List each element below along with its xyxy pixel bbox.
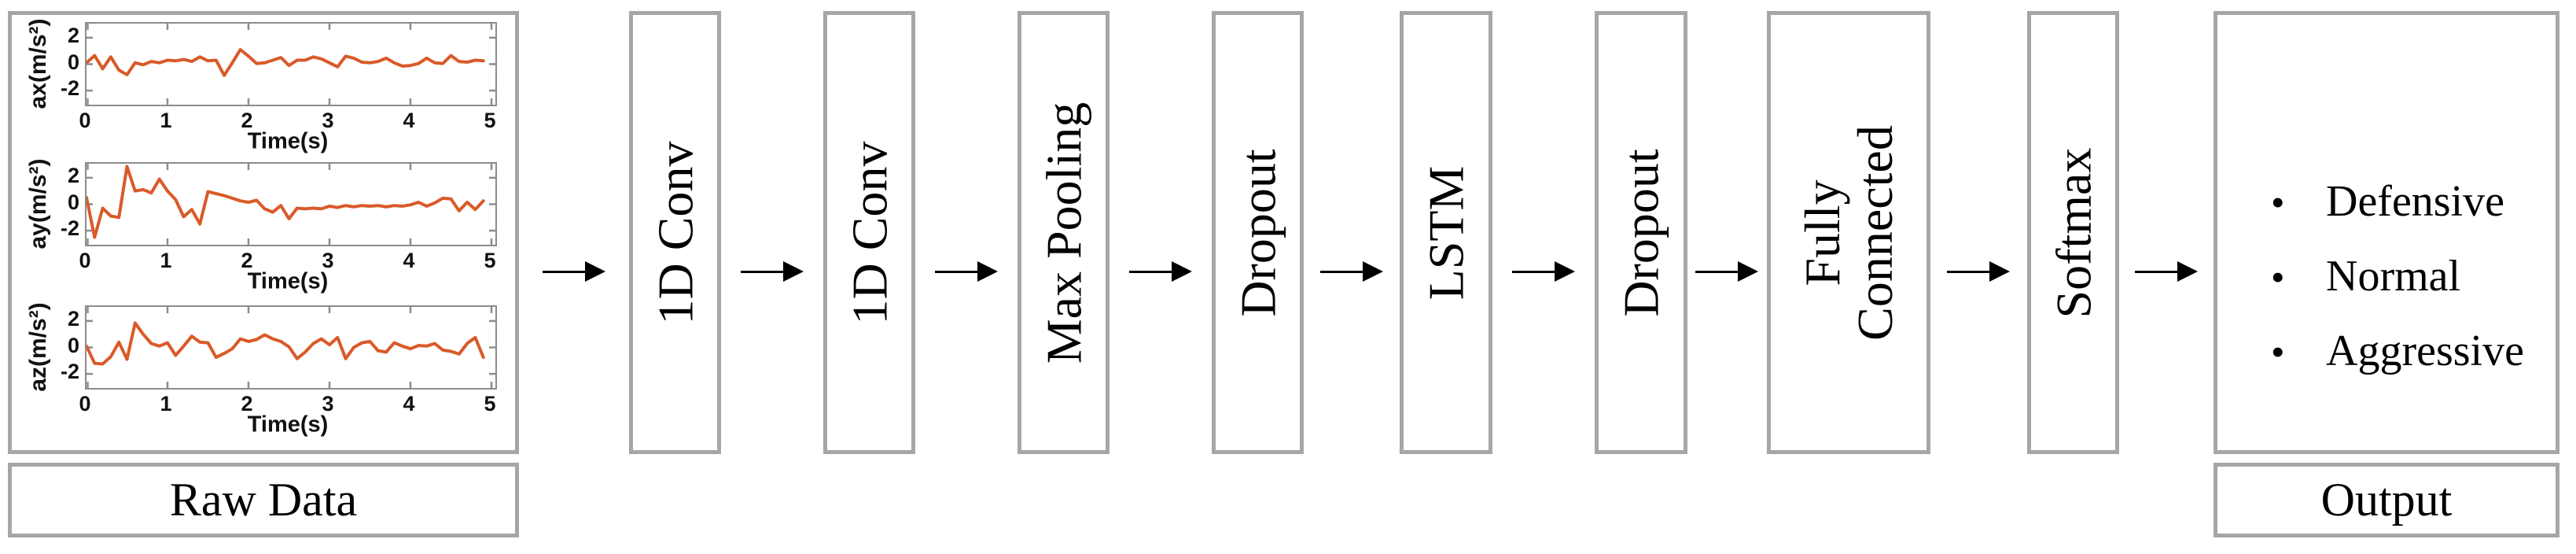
flow-arrow-icon [1320, 261, 1383, 282]
output-label: Output [2320, 474, 2453, 526]
x-axis-label: Time(s) [247, 128, 329, 154]
class-label: Defensive [2326, 177, 2505, 226]
x-tick-label: 1 [160, 392, 172, 416]
layer-label: LSTM [1418, 165, 1474, 300]
layer-box-lstm: LSTM [1400, 11, 1492, 454]
x-tick-label: 2 [241, 249, 253, 272]
layer-box-dropout1: Dropout [1212, 11, 1304, 454]
flow-arrow-icon [935, 261, 998, 282]
layer-box-conv2: 1D Conv [823, 11, 915, 454]
x-axis-label: Time(s) [247, 412, 329, 438]
x-tick-label: 1 [160, 249, 172, 272]
x-tick-label: 0 [79, 392, 91, 416]
y-tick-label: -2 [60, 360, 79, 384]
x-tick-label: 3 [322, 392, 334, 416]
y-tick-label: 0 [67, 333, 79, 357]
flow-arrow-icon [741, 261, 804, 282]
x-tick-label: 0 [79, 109, 91, 132]
x-tick-label: 4 [403, 109, 415, 132]
x-tick-label: 3 [322, 109, 334, 132]
plot-axes [85, 162, 497, 246]
raw-data-label: Raw Data [169, 474, 358, 526]
y-tick-label: 2 [67, 306, 79, 331]
list-item-normal: • Normal [2271, 239, 2524, 314]
y-tick-label: 2 [67, 23, 79, 47]
bullet-icon: • [2271, 255, 2285, 299]
series-line [86, 48, 485, 77]
flow-arrow-icon [1695, 261, 1758, 282]
y-tick-label: 2 [67, 163, 79, 187]
x-tick-label: 5 [484, 109, 496, 132]
flow-arrow-icon [1947, 261, 2010, 282]
layer-label: Dropout [1613, 148, 1669, 317]
class-label: Aggressive [2326, 327, 2524, 375]
output-label-box: Output [2214, 463, 2559, 537]
x-tick-label: 4 [403, 249, 415, 272]
x-tick-label: 2 [241, 109, 253, 132]
list-item-aggressive: • Aggressive [2271, 314, 2524, 389]
layer-box-fully-connected: Fully Connected [1767, 11, 1930, 454]
x-tick-label: 1 [160, 109, 172, 132]
y-tick-label: -2 [60, 76, 79, 101]
x-tick-label: 5 [484, 249, 496, 272]
bullet-icon: • [2271, 180, 2285, 224]
flow-arrow-icon [1129, 261, 1192, 282]
flow-arrow-icon [2135, 261, 2198, 282]
layer-label: Fully Connected [1794, 124, 1903, 341]
layer-box-softmax: Softmax [2027, 11, 2119, 454]
list-item-defensive: • Defensive [2271, 164, 2524, 239]
layer-label: 1D Conv [646, 141, 703, 324]
x-tick-label: 5 [484, 392, 496, 416]
y-tick-label: 0 [67, 190, 79, 214]
class-label: Normal [2326, 252, 2461, 301]
x-tick-label: 2 [241, 392, 253, 416]
layer-box-dropout2: Dropout [1595, 11, 1687, 454]
output-class-list: • Defensive • Normal • Aggressive [2271, 164, 2524, 389]
layer-label: Softmax [2044, 147, 2101, 318]
flow-arrow-icon [543, 261, 605, 282]
layer-label: Dropout [1229, 148, 1286, 317]
flow-arrow-icon [1512, 261, 1575, 282]
plot-axes [85, 305, 497, 390]
y-tick-label: -2 [60, 216, 79, 241]
layer-label: 1D Conv [841, 141, 897, 324]
layer-label: Max Pooling [1035, 102, 1091, 364]
plot-axes [85, 22, 497, 106]
x-tick-label: 3 [322, 249, 334, 272]
output-classes-box: • Defensive • Normal • Aggressive [2214, 11, 2559, 454]
x-tick-label: 0 [79, 249, 91, 272]
series-line [86, 321, 485, 366]
series-line [86, 164, 485, 239]
layer-box-maxpool: Max Pooling [1018, 11, 1110, 454]
x-axis-label: Time(s) [247, 268, 329, 294]
x-tick-label: 4 [403, 392, 415, 416]
layer-box-conv1: 1D Conv [629, 11, 721, 454]
bullet-icon: • [2271, 330, 2285, 374]
y-tick-label: 0 [67, 50, 79, 74]
raw-data-label-box: Raw Data [8, 463, 519, 537]
